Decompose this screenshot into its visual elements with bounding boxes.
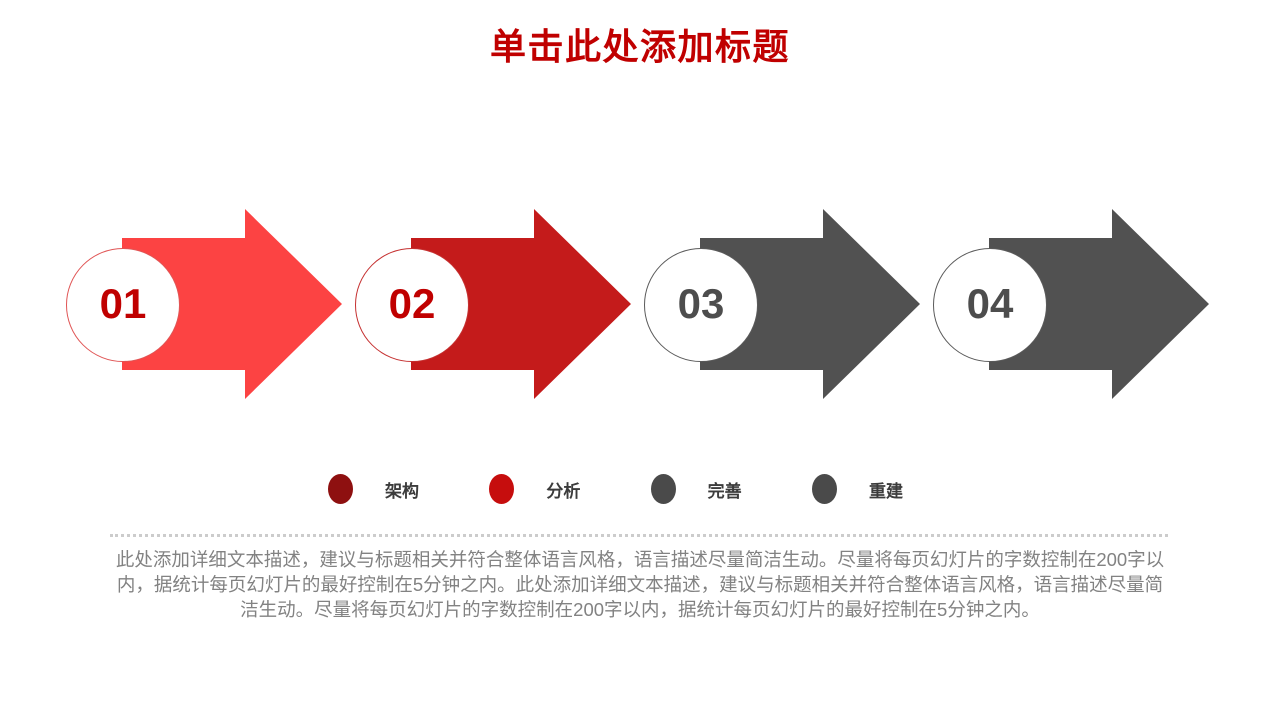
right-arrow-shape — [411, 209, 631, 399]
legend-label: 分析 — [546, 481, 581, 501]
step-number: 03 — [677, 280, 725, 327]
right-arrow-icon — [411, 209, 631, 399]
legend-label: 完善 — [707, 481, 742, 501]
legend-label: 架构 — [385, 481, 419, 501]
dotted-divider — [110, 534, 1168, 537]
right-arrow-icon — [700, 209, 920, 399]
body-text-placeholder: 此处添加详细文本描述，建议与标题相关并符合整体语言风格，语言描述尽量简洁生动。尽… — [115, 549, 1165, 620]
step-circle-01: 01 — [66, 248, 180, 362]
legend-row: 架构 分析 完善 重建 — [328, 474, 903, 504]
legend-dot-icon — [811, 474, 837, 504]
right-arrow-shape — [122, 209, 342, 399]
legend-item-zhongjian: 重建 — [811, 474, 903, 504]
step-unit-01: 01 — [66, 209, 342, 399]
right-arrow-shape — [989, 209, 1209, 399]
step-number: 02 — [388, 280, 436, 327]
right-arrow-icon — [122, 209, 342, 399]
step-number: 04 — [966, 280, 1014, 327]
legend-item-jiagou: 架构 — [328, 474, 419, 504]
step-circle-04: 04 — [933, 248, 1047, 362]
legend-item-fenxi: 分析 — [489, 474, 580, 504]
legend-dot-icon — [650, 474, 676, 504]
legend-label: 重建 — [868, 481, 903, 501]
step-circle-02: 02 — [355, 248, 469, 362]
step-unit-04: 04 — [933, 209, 1209, 399]
legend-dot-icon — [489, 474, 515, 504]
right-arrow-shape — [700, 209, 920, 399]
page-title: 单击此处添加标题 — [489, 26, 790, 67]
legend-item-wanshan: 完善 — [650, 474, 742, 504]
step-number: 01 — [99, 280, 147, 327]
step-unit-03: 03 — [644, 209, 920, 399]
step-unit-02: 02 — [355, 209, 631, 399]
right-arrow-icon — [989, 209, 1209, 399]
legend-dot-icon — [328, 474, 353, 504]
step-circle-03: 03 — [644, 248, 758, 362]
